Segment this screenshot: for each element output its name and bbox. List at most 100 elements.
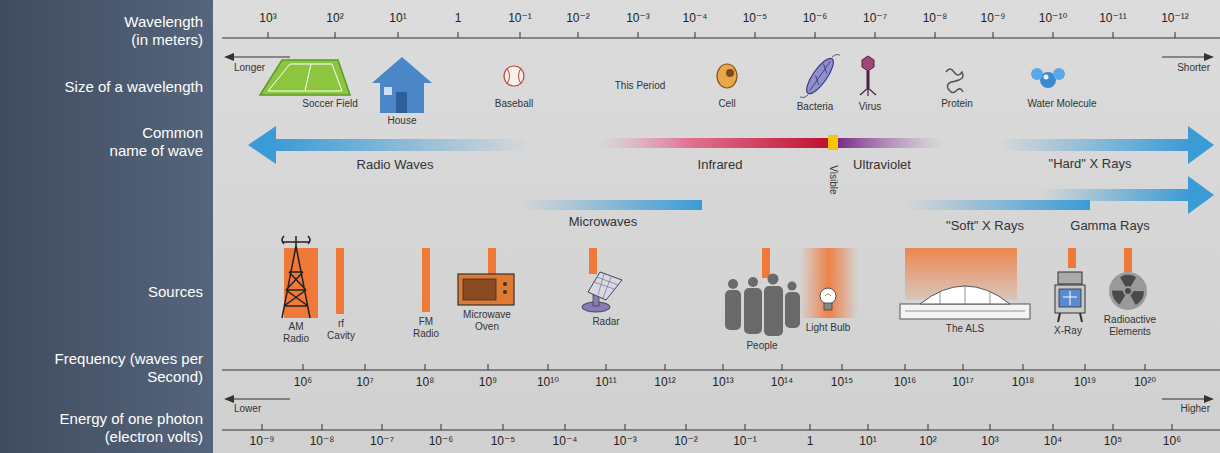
source-label: X-Ray bbox=[1054, 325, 1082, 337]
axis-tick bbox=[458, 32, 459, 38]
direction-label: Higher bbox=[1181, 403, 1210, 415]
axis-tick bbox=[723, 364, 724, 370]
direction-label: Shorter bbox=[1177, 62, 1210, 74]
frequency-value: 10¹⁴ bbox=[771, 376, 794, 390]
frequency-value: 10¹⁸ bbox=[1012, 376, 1034, 390]
axis-tick bbox=[782, 364, 783, 370]
axis-tick bbox=[905, 364, 906, 370]
frequency-value: 10¹³ bbox=[712, 376, 733, 390]
axis-tick bbox=[503, 424, 504, 430]
axis-tick bbox=[268, 32, 269, 38]
row-label: Wavelength (in meters) bbox=[105, 13, 203, 49]
energy-value: 10⁵ bbox=[1104, 435, 1122, 449]
wavelength-value: 10⁻⁷ bbox=[863, 12, 887, 26]
energy-value: 10⁻⁵ bbox=[491, 435, 516, 449]
energy-value: 1 bbox=[807, 435, 814, 449]
axis-tick bbox=[815, 32, 816, 38]
axis-tick bbox=[441, 424, 442, 430]
frequency-value: 10¹² bbox=[654, 376, 675, 390]
size-label: Cell bbox=[718, 98, 735, 110]
row-label: Size of a wavelength bbox=[65, 78, 203, 96]
wavelength-value: 1 bbox=[455, 12, 462, 26]
wave-name: Ultraviolet bbox=[853, 158, 911, 173]
wavelength-value: 10⁻⁴ bbox=[683, 12, 708, 26]
size-label: Virus bbox=[859, 101, 882, 113]
axis-tick bbox=[990, 424, 991, 430]
frequency-value: 10⁹ bbox=[479, 376, 498, 390]
wave-name: Infrared bbox=[698, 158, 743, 173]
energy-value: 10⁻⁹ bbox=[250, 435, 275, 449]
axis-tick bbox=[686, 424, 687, 430]
axis-tick bbox=[606, 364, 607, 370]
axis-tick bbox=[842, 364, 843, 370]
axis-tick bbox=[755, 32, 756, 38]
axis-tick bbox=[875, 32, 876, 38]
axis-tick bbox=[1053, 32, 1054, 38]
wave-name: Gamma Rays bbox=[1070, 219, 1149, 234]
size-label: Baseball bbox=[495, 98, 533, 110]
wavelength-value: 10² bbox=[326, 12, 343, 26]
energy-value: 10² bbox=[919, 435, 936, 449]
wave-name: Microwaves bbox=[569, 215, 638, 230]
energy-value: 10³ bbox=[981, 435, 998, 449]
axis-tick bbox=[935, 32, 936, 38]
row-label: Frequency (waves per Second) bbox=[53, 350, 203, 386]
axis-tick bbox=[488, 364, 489, 370]
axis-tick bbox=[565, 424, 566, 430]
axis-tick bbox=[625, 424, 626, 430]
wavelength-value: 10¹ bbox=[389, 12, 406, 26]
energy-value: 10⁴ bbox=[1044, 435, 1063, 449]
axis-tick bbox=[1113, 424, 1114, 430]
energy-value: 10⁻¹ bbox=[733, 435, 757, 449]
axis-tick bbox=[695, 32, 696, 38]
axis-tick bbox=[548, 364, 549, 370]
axis-tick bbox=[868, 424, 869, 430]
energy-value: 10⁻⁴ bbox=[553, 435, 578, 449]
frequency-value: 10¹⁷ bbox=[952, 376, 974, 390]
axis-tick bbox=[638, 32, 639, 38]
axis-tick bbox=[578, 32, 579, 38]
frequency-value: 10¹⁰ bbox=[537, 376, 559, 390]
energy-value: 10⁻² bbox=[674, 435, 698, 449]
wavelength-value: 10⁻¹⁰ bbox=[1039, 12, 1068, 26]
row-label: Common name of wave bbox=[105, 124, 203, 160]
axis-tick bbox=[963, 364, 964, 370]
source-label: FM Radio bbox=[411, 316, 441, 339]
energy-value: 10⁻⁷ bbox=[370, 435, 394, 449]
source-label: Radar bbox=[592, 316, 619, 328]
wavelength-value: 10⁻⁶ bbox=[803, 12, 828, 26]
wavelength-value: 10⁻³ bbox=[626, 12, 650, 26]
wave-name: Visible bbox=[827, 165, 839, 194]
axis-tick bbox=[1053, 424, 1054, 430]
frequency-value: 10⁸ bbox=[416, 376, 434, 390]
energy-value: 10⁻⁸ bbox=[310, 435, 335, 449]
direction-label: Longer bbox=[234, 62, 265, 74]
axis-tick bbox=[665, 364, 666, 370]
axis-tick bbox=[322, 424, 323, 430]
frequency-value: 10²⁰ bbox=[1134, 376, 1156, 390]
source-label: Radioactive Elements bbox=[1098, 314, 1162, 337]
size-label: Water Molecule bbox=[1027, 98, 1096, 110]
axis-tick bbox=[425, 364, 426, 370]
wave-name: "Hard" X Rays bbox=[1049, 157, 1132, 172]
source-label: People bbox=[746, 340, 777, 352]
frequency-value: 10⁷ bbox=[356, 376, 374, 390]
axis-tick bbox=[1023, 364, 1024, 370]
axis-tick bbox=[262, 424, 263, 430]
wavelength-value: 10⁻² bbox=[566, 12, 590, 26]
axis-tick bbox=[335, 32, 336, 38]
frequency-value: 10⁶ bbox=[294, 376, 312, 390]
energy-value: 10⁻³ bbox=[613, 435, 637, 449]
frequency-value: 10¹⁵ bbox=[831, 376, 853, 390]
wavelength-value: 10⁻¹² bbox=[1161, 12, 1189, 26]
size-label: Bacteria bbox=[797, 101, 834, 113]
row-label: Sources bbox=[148, 283, 203, 301]
axis-tick bbox=[928, 424, 929, 430]
axis-tick bbox=[745, 424, 746, 430]
frequency-value: 10¹¹ bbox=[595, 376, 616, 390]
wave-name: Radio Waves bbox=[357, 158, 434, 173]
source-label: The ALS bbox=[946, 323, 984, 335]
energy-value: 10⁻⁶ bbox=[429, 435, 454, 449]
frequency-value: 10¹⁶ bbox=[894, 376, 916, 390]
